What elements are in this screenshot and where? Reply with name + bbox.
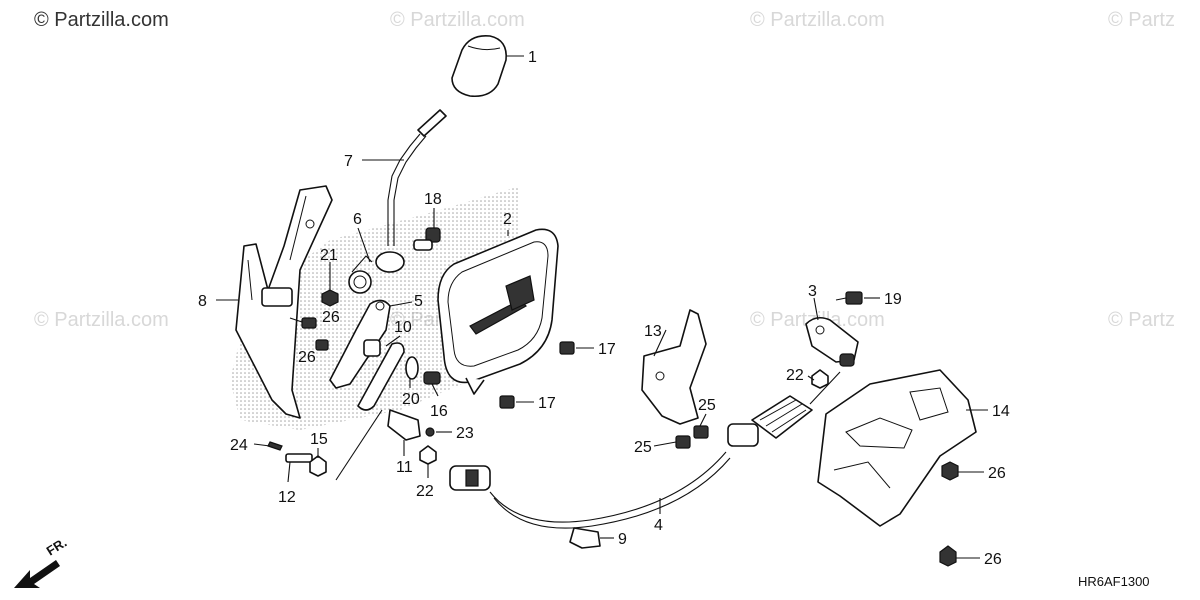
- callout-14: 14: [992, 403, 1010, 420]
- callout-2: 2: [503, 211, 512, 228]
- shift-arm[interactable]: [329, 299, 391, 389]
- shift-cable[interactable]: [449, 371, 841, 529]
- shift-gate-housing[interactable]: [437, 228, 559, 395]
- nut-22-lower[interactable]: [419, 445, 437, 465]
- callout-24: 24: [230, 437, 248, 454]
- shift-bracket[interactable]: [235, 185, 333, 419]
- watermark-mid-edge: © Partz: [1108, 309, 1175, 331]
- nut-22-upper[interactable]: [811, 369, 829, 389]
- watermark-mid-left: © Partzilla.com: [34, 309, 169, 331]
- callout-18: 18: [424, 191, 442, 208]
- callout-21: 21: [320, 247, 338, 264]
- callout-25-a: 25: [698, 397, 716, 414]
- callout-17-b: 17: [538, 395, 556, 412]
- callout-22-a: 22: [786, 367, 804, 384]
- callout-26-a: 26: [322, 309, 340, 326]
- callout-26-b: 26: [298, 349, 316, 366]
- bolt-25-lower[interactable]: [675, 435, 691, 449]
- cable-bracket[interactable]: [641, 309, 707, 425]
- bell-crank[interactable]: [805, 316, 859, 367]
- shift-lever[interactable]: [375, 109, 447, 273]
- nut-21[interactable]: [321, 289, 339, 307]
- leader-lines: [216, 55, 988, 559]
- callout-20: 20: [402, 391, 420, 408]
- bolt-26-lower[interactable]: [315, 339, 329, 351]
- callout-1: 1: [528, 49, 537, 66]
- callout-25-b: 25: [634, 439, 652, 456]
- pin-24[interactable]: [267, 441, 283, 451]
- bolt-17-lower[interactable]: [499, 395, 515, 409]
- pivot-bolt[interactable]: [413, 227, 441, 251]
- shift-link[interactable]: [357, 342, 405, 411]
- diagram-code: HR6AF1300: [1078, 574, 1150, 589]
- front-arrow-icon: [14, 560, 60, 588]
- bolt-26-left[interactable]: [289, 317, 317, 329]
- bolt-17-upper[interactable]: [559, 341, 575, 355]
- callout-11: 11: [396, 459, 413, 476]
- cable-cover[interactable]: [817, 369, 977, 527]
- watermark-top-center: © Partzilla.com: [390, 9, 525, 31]
- bolt-25-upper[interactable]: [693, 425, 709, 439]
- callout-6: 6: [353, 211, 362, 228]
- callout-7: 7: [344, 153, 353, 170]
- callout-22-b: 22: [416, 483, 434, 500]
- callout-3: 3: [808, 283, 817, 300]
- callout-8: 8: [198, 293, 207, 310]
- cable-clip-9[interactable]: [569, 527, 601, 549]
- bolt-19[interactable]: [835, 291, 863, 305]
- callout-12: 12: [278, 489, 296, 506]
- bolt-12[interactable]: [285, 453, 313, 463]
- callout-5: 5: [414, 293, 423, 310]
- callout-15: 15: [310, 431, 328, 448]
- callout-4: 4: [654, 517, 663, 534]
- callouts: 1 7 6 18 2 21 8 5 26 10 26 17 20 16 17 1…: [198, 49, 1010, 568]
- callout-23: 23: [456, 425, 474, 442]
- callout-26-c: 26: [988, 465, 1006, 482]
- watermark-top-right: © Partzilla.com: [750, 9, 885, 31]
- washer-20[interactable]: [405, 356, 419, 380]
- shift-knob[interactable]: [451, 34, 507, 98]
- cable-joint[interactable]: [387, 409, 435, 441]
- callout-26-d: 26: [984, 551, 1002, 568]
- callout-16: 16: [430, 403, 448, 420]
- callout-19: 19: [884, 291, 902, 308]
- bolt-26-right-upper[interactable]: [941, 461, 959, 481]
- bolt-16[interactable]: [423, 371, 441, 385]
- watermark-main: © Partzilla.com: [34, 9, 169, 31]
- watermark-top-edge: © Partz: [1108, 9, 1175, 31]
- callout-13: 13: [644, 323, 662, 340]
- front-label: FR.: [44, 535, 70, 559]
- callout-17-a: 17: [598, 341, 616, 358]
- callout-10: 10: [394, 319, 412, 336]
- return-spring[interactable]: [348, 255, 373, 294]
- bolt-26-right-lower[interactable]: [939, 545, 957, 567]
- callout-9: 9: [618, 531, 627, 548]
